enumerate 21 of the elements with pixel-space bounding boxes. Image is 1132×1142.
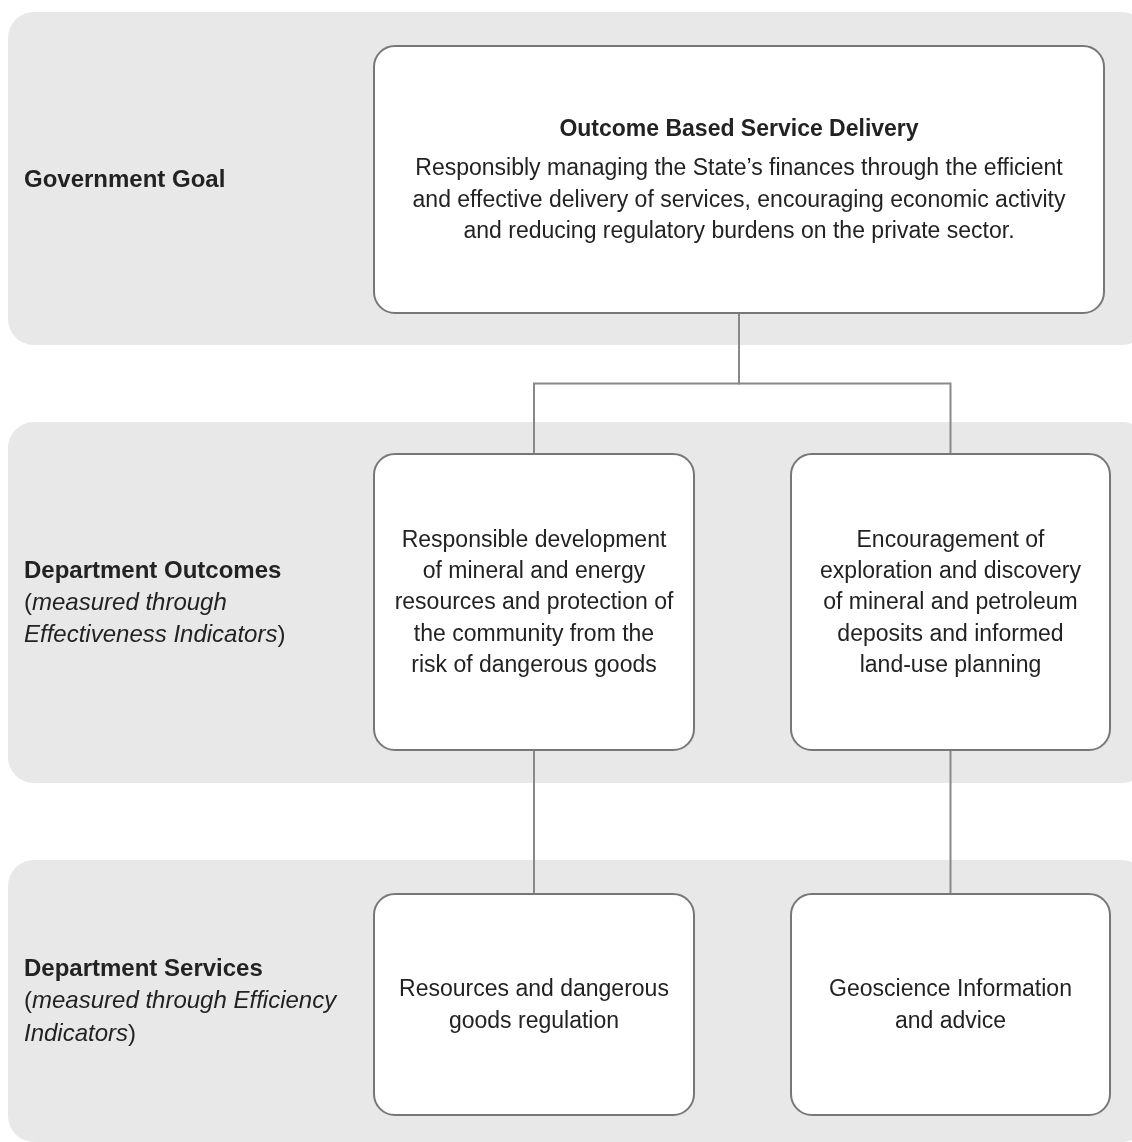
- outcome-box: [373, 893, 695, 1116]
- row-band: [8, 12, 1132, 345]
- row-band: [8, 422, 1132, 783]
- box-text: Responsible development of mineral and energy resources and protection of the community from the risk of dangerous goods: [393, 525, 675, 679]
- outcome-box: [373, 45, 1105, 314]
- row-note: (measured through Efficiency Indicators): [24, 985, 339, 1049]
- row-heading: Government Goal: [24, 163, 227, 194]
- row-note: (measured through Effectiveness Indicators): [24, 587, 287, 650]
- row-band: [8, 860, 1132, 1142]
- box-title: Outcome Based Service Delivery: [559, 114, 919, 144]
- row-heading: Department Outcomes: [24, 554, 283, 585]
- outcome-box: [790, 893, 1111, 1116]
- row-heading: Department Services: [24, 953, 264, 984]
- outcome-box: [790, 453, 1111, 751]
- box-text: Responsibly managing the State’s finances through the efficient and effective delivery of services, encouraging economic activity and reducing regulatory burdens on the private sector.: [411, 153, 1067, 245]
- box-text: Geoscience Information and advice: [828, 974, 1073, 1035]
- box-text: Encouragement of exploration and discovery of mineral and petroleum deposits and informed land-use planning: [819, 525, 1082, 679]
- connector-line: [949, 750, 952, 894]
- connector-line: [533, 750, 535, 894]
- outcome-box: [373, 453, 695, 751]
- box-text: Resources and dangerous goods regulation: [398, 974, 670, 1035]
